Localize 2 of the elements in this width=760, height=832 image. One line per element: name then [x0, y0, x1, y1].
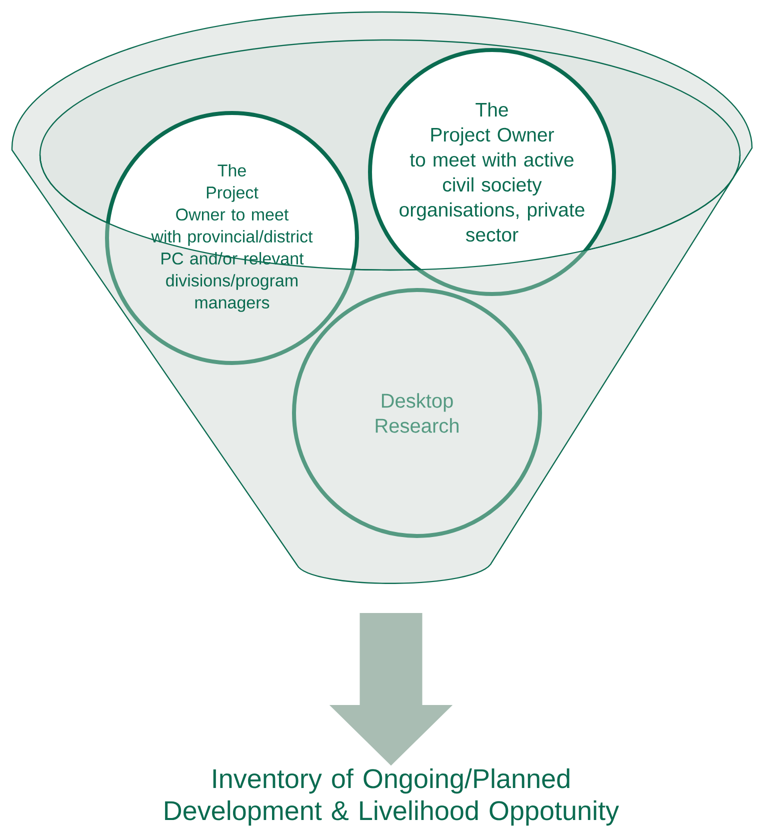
block-arrow	[330, 612, 452, 766]
result-text: Inventory of Ongoing/Planned Development & Livelihood Oppotunity	[165, 768, 619, 826]
